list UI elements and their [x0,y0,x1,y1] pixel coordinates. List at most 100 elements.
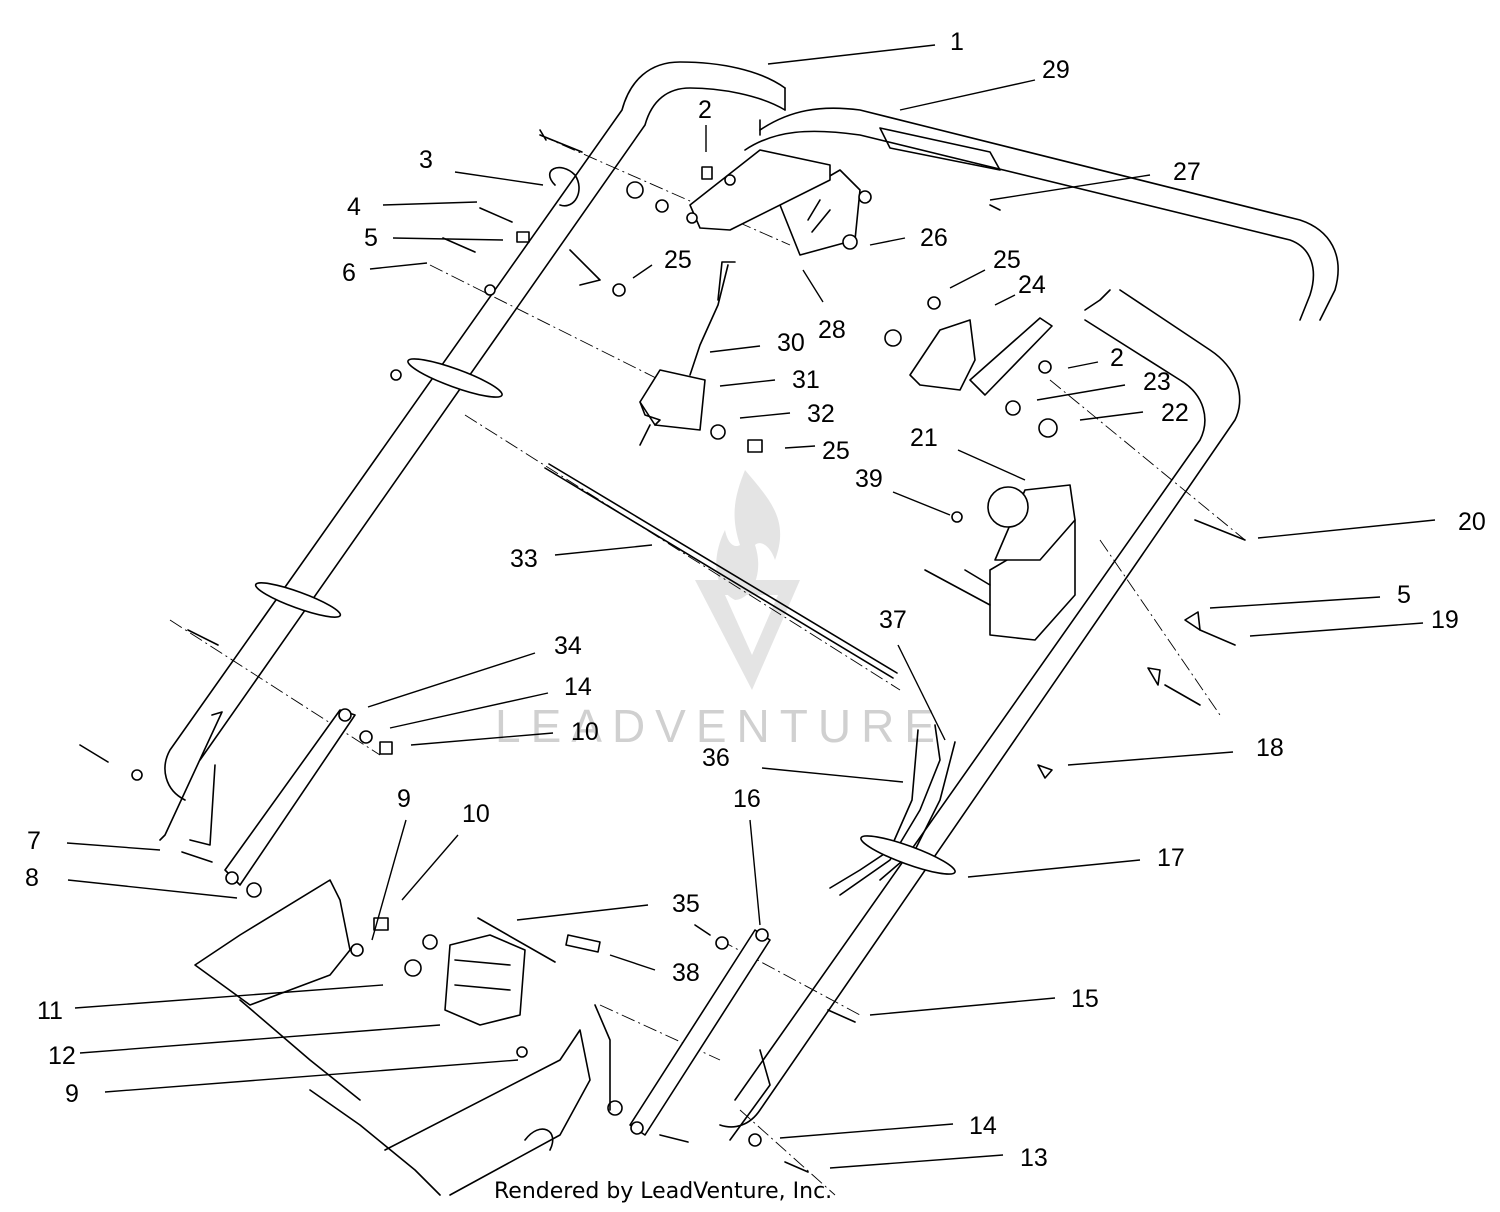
callout-29: 29 [1042,56,1070,84]
callout-9: 9 [65,1080,79,1108]
clip-39 [951,511,963,523]
callout-30: 30 [777,329,805,357]
callout-14: 14 [969,1112,997,1140]
cable-clip-upper [407,358,503,398]
bolt-6 [442,237,476,253]
callout-15: 15 [1071,985,1099,1013]
callout-10: 10 [462,800,490,828]
knob-22 [1038,418,1058,438]
callout-28: 28 [818,316,846,344]
washer-32 [710,424,726,440]
washer-14a [359,730,373,744]
callout-5: 5 [364,224,378,252]
nut-26 [842,234,858,250]
link-34 [224,709,356,886]
callouts: 1 29 2 3 27 4 5 26 6 25 25 24 28 30 2 31… [25,28,1486,1172]
callout-27: 27 [1173,158,1201,186]
bolt-15 [827,1009,856,1023]
clip-3 [548,166,601,286]
bolt-4 [479,207,513,223]
cap-18 [1037,764,1053,779]
callout-38: 38 [672,959,700,987]
cable-clip-mid [254,582,342,618]
nut-28 [858,190,872,204]
callout-20: 20 [1458,508,1486,536]
decal-38 [565,934,601,953]
callout-35: 35 [672,890,700,918]
watermark-v-icon [695,580,800,690]
callout-11: 11 [37,997,63,1025]
callout-9: 9 [397,785,411,813]
callout-19: 19 [1431,606,1459,634]
bolt-2b [1038,360,1052,374]
callout-10: 10 [571,718,599,746]
callout-33: 33 [510,545,538,573]
callout-7: 7 [27,827,41,855]
washer-14b [748,1133,762,1147]
nut-10a [379,741,393,755]
cable-clip-17 [860,835,956,875]
watermark-text: LEADVENTURE [495,700,945,752]
bolt-20 [1194,519,1246,541]
callout-3: 3 [419,146,433,174]
spring-35 [477,917,556,963]
lower-handle-left [159,711,223,846]
bracket-upper [689,149,831,231]
callout-23: 23 [1143,368,1171,396]
nut-25b [927,296,941,310]
washer-6 [484,284,496,296]
watermark-flame-icon [716,470,781,600]
callout-22: 22 [1161,399,1189,427]
bolt-3 [539,129,583,153]
callout-34: 34 [554,632,582,660]
shift-knob [987,486,1029,528]
washer-24 [884,329,902,347]
link-16 [629,929,771,1136]
leader-lines [66,44,1436,1169]
mower-deck [194,879,351,1006]
callout-25: 25 [993,246,1021,274]
bracket-12 [444,934,526,1026]
callout-4: 4 [347,193,361,221]
callout-25: 25 [664,246,692,274]
nut-23 [1005,400,1021,416]
callout-13: 13 [1020,1144,1048,1172]
callout-8: 8 [25,864,39,892]
bolt-2a [701,166,713,180]
callout-37: 37 [879,606,907,634]
spacer-2 [626,181,644,199]
callout-26: 26 [920,224,948,252]
watermark: LEADVENTURE [495,470,945,752]
nut-5b [1184,611,1201,631]
nut-25a [612,283,626,297]
callout-2: 2 [1110,344,1124,372]
washer-2 [655,199,669,213]
nut-5 [516,231,530,243]
hardware [79,129,1246,1196]
callout-16: 16 [733,785,761,813]
washer-8 [246,882,262,898]
credit-text: Rendered by LeadVenture, Inc. [494,1179,832,1204]
callout-12: 12 [48,1042,76,1070]
callout-24: 24 [1018,271,1046,299]
callout-1: 1 [950,28,964,56]
bolt-19 [1199,629,1236,646]
lower-handle-right [719,289,1241,1141]
callout-21: 21 [910,424,938,452]
upper-handle-right [744,107,1339,321]
nut-25c [747,439,763,453]
link-24 [969,317,1053,396]
callout-2: 2 [698,96,712,124]
callout-31: 31 [792,366,820,394]
callout-6: 6 [342,259,356,287]
cable-36 [829,729,919,889]
callout-39: 39 [855,465,883,493]
bolt-7 [181,851,213,863]
upper-handle-left [164,61,786,801]
callout-36: 36 [702,744,730,772]
bracket-24 [909,319,976,391]
callout-5: 5 [1397,581,1411,609]
rod-33 [544,467,894,679]
callout-32: 32 [807,400,835,428]
nut-9b [516,1046,528,1058]
